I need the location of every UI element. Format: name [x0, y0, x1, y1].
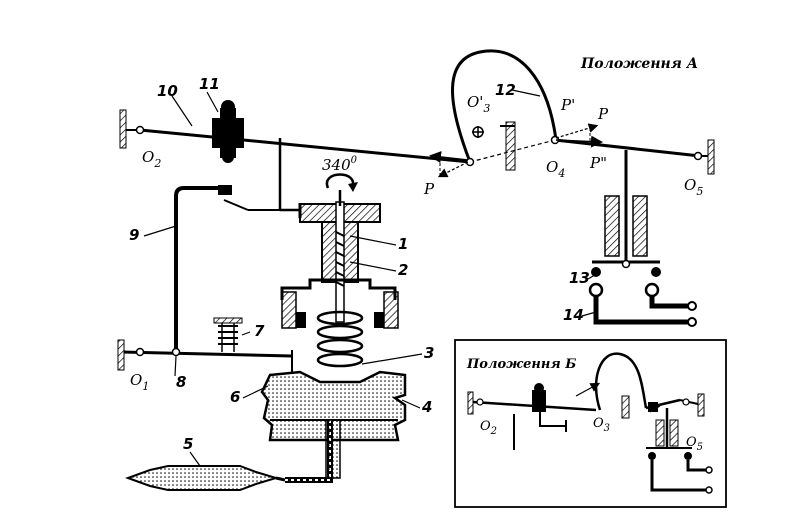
- sensing-bulb: [125, 465, 286, 491]
- part-label-2: 2: [398, 261, 408, 279]
- rotation-angle-label: 3400: [322, 155, 358, 174]
- title-position-a: Положення А: [580, 56, 698, 72]
- wall-support-o5: [693, 139, 715, 175]
- pivot-label-o3-prime: O'3: [467, 93, 490, 115]
- part-label-13: 13: [569, 269, 590, 287]
- force-label-p-double: P": [589, 154, 607, 172]
- force-label-p-right: P: [597, 105, 609, 123]
- part-label-12: 12: [495, 81, 516, 99]
- part-label-8: 8: [176, 373, 186, 391]
- inset-pivot-label-o3: O3: [593, 416, 610, 434]
- gas-pipes-14: [593, 296, 697, 327]
- wall-support-o2: [119, 109, 145, 149]
- spring-7: [213, 317, 243, 352]
- pivot-label-o5: O5: [684, 176, 703, 198]
- regulator-body: [260, 201, 407, 483]
- adjusting-weight: [212, 100, 244, 163]
- part-label-3: 3: [424, 344, 434, 362]
- inset-position-b: Положення Б O2 O3 O5: [454, 339, 727, 508]
- part-label-7: 7: [254, 322, 265, 340]
- force-label-p-prime: P': [560, 96, 575, 114]
- inset-pivot-label-o5: O5: [686, 435, 703, 453]
- part-label-4: 4: [421, 398, 432, 416]
- link-rod-9: [174, 186, 218, 352]
- pivot-label-o1: O1: [130, 371, 149, 393]
- rotation-arrow-icon: [325, 173, 358, 206]
- pivot-label-o4: O4: [546, 158, 565, 180]
- leader-lines: [143, 89, 601, 467]
- spring-3: [316, 310, 364, 368]
- gas-valve-13: [588, 150, 661, 298]
- title-position-b: Положення Б: [466, 357, 576, 372]
- part-label-1: 1: [398, 235, 408, 253]
- part-label-5: 5: [183, 435, 193, 453]
- part-label-10: 10: [157, 82, 178, 100]
- lower-lever: [117, 339, 293, 371]
- part-label-9: 9: [129, 226, 139, 244]
- pivot-label-o2: O2: [142, 148, 161, 170]
- force-arrows: [429, 123, 603, 178]
- wall-support-o3: [500, 121, 516, 171]
- part-label-11: 11: [199, 75, 220, 93]
- inset-pivot-label-o2: O2: [480, 419, 497, 437]
- force-label-p-left: P: [423, 180, 435, 198]
- part-label-6: 6: [230, 388, 240, 406]
- part-label-14: 14: [563, 306, 584, 324]
